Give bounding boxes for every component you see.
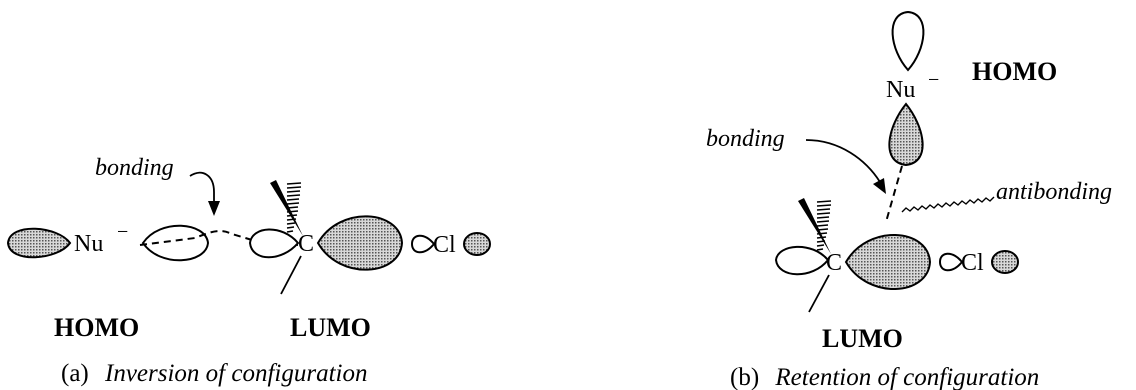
nu-charge-b: −	[928, 69, 939, 91]
caption-a: (a) Inversion of configuration	[61, 360, 367, 387]
lumo-shaded-big-lobe	[316, 215, 404, 271]
hashed-wedge-b	[816, 200, 832, 251]
bold-wedge-a	[270, 180, 303, 236]
cl-shaded-lobe-a	[463, 232, 491, 256]
cl-label-b: Cl	[961, 250, 984, 276]
antibonding-label: antibonding	[996, 179, 1112, 205]
plain-bond-b	[808, 274, 830, 313]
nu-charge: −	[117, 221, 128, 243]
cl-open-lobe-a	[410, 234, 436, 254]
nu-homo-open-lobe-b	[891, 10, 925, 72]
carbon-label-b: C	[826, 250, 842, 276]
lumo-label-a: LUMO	[290, 313, 371, 342]
bold-wedge-b	[798, 198, 831, 254]
nu-label: Nu	[74, 231, 103, 257]
nu-homo-shaded-lobe	[6, 227, 72, 259]
caption-text-a: Inversion of configuration	[104, 360, 367, 387]
lumo-shaded-big-lobe-b	[844, 234, 932, 290]
hashed-wedge-a	[286, 182, 302, 233]
bonding-arrow-b	[805, 139, 881, 183]
bonding-arrowhead-b	[873, 178, 886, 194]
bonding-arrowhead-a	[208, 201, 220, 216]
panel-b: Nu − HOMO bonding antibonding	[706, 10, 1112, 390]
bonding-label-b: bonding	[706, 126, 785, 152]
caption-b: (b) Retention of configuration	[730, 364, 1039, 390]
lumo-open-small-lobe	[248, 228, 300, 259]
caption-tag-b: (b)	[730, 364, 759, 390]
caption-text-b: Retention of configuration	[774, 364, 1039, 390]
carbon-label-a: C	[298, 231, 314, 257]
nu-label-b: Nu	[886, 77, 915, 103]
antibonding-wavy-line	[901, 196, 995, 213]
bonding-arrow-a	[189, 171, 215, 203]
lumo-label-b: LUMO	[822, 324, 903, 353]
bonding-dashed-line	[139, 230, 299, 246]
nu-homo-shaded-lobe-b	[888, 102, 924, 167]
caption-tag-a: (a)	[61, 360, 89, 387]
homo-label-b: HOMO	[972, 57, 1057, 86]
plain-bond-a	[280, 255, 302, 295]
cl-open-lobe-b	[938, 252, 964, 272]
cl-label-a: Cl	[433, 232, 456, 258]
nu-homo-open-lobe	[141, 224, 210, 262]
homo-label-a: HOMO	[54, 313, 139, 342]
panel-a: Nu − bonding C	[6, 155, 491, 387]
bonding-dashed-line-b	[885, 165, 903, 223]
bonding-label-a: bonding	[95, 155, 174, 181]
lumo-open-small-lobe-b	[774, 245, 830, 276]
cl-shaded-lobe-b	[991, 250, 1019, 274]
